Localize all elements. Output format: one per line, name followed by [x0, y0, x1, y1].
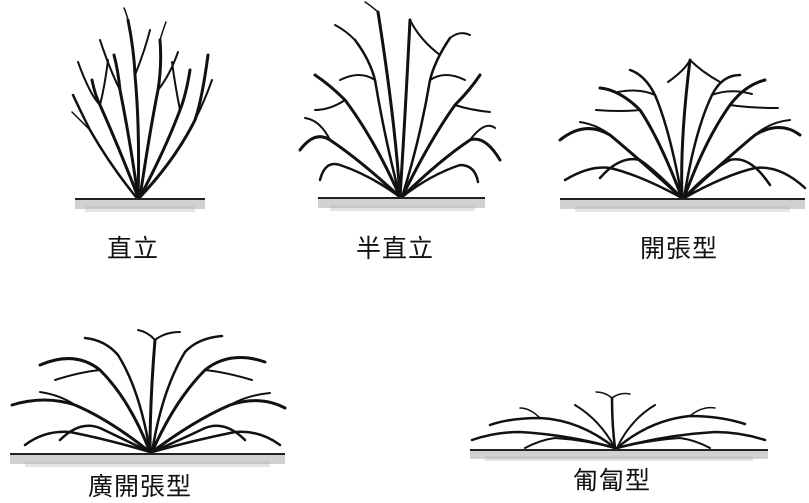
- semi-erect-branches: [298, 1, 502, 199]
- wide-spreading-branches: [10, 329, 287, 454]
- label-spreading: 開張型: [640, 234, 719, 263]
- label-creeping: 匍匐型: [573, 466, 652, 495]
- spreading-branches: [558, 58, 807, 200]
- label-semi-erect: 半直立: [356, 234, 435, 263]
- label-wide-spreading: 廣開張型: [88, 472, 193, 501]
- erect-branches: [71, 7, 213, 199]
- wide-spreading-ground: [10, 453, 285, 467]
- semi-erect-ground: [318, 197, 485, 211]
- label-erect: 直立: [107, 234, 160, 263]
- spreading-ground: [560, 198, 805, 212]
- creeping-branches: [470, 391, 767, 450]
- creeping-ground: [470, 449, 768, 461]
- erect-ground: [75, 198, 205, 212]
